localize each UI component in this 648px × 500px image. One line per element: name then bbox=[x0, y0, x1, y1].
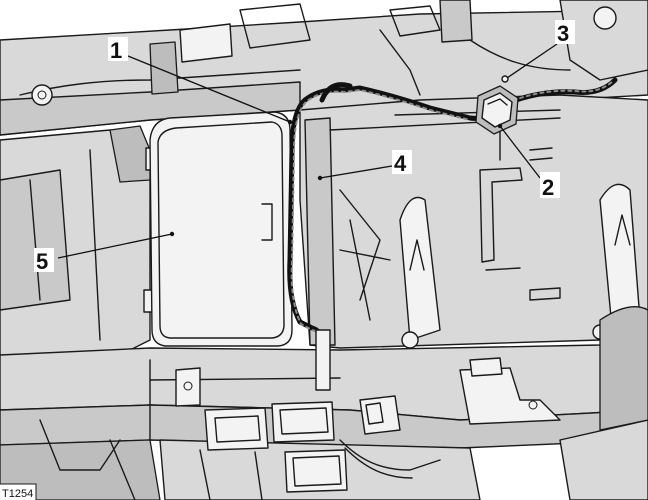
leader-line-4 bbox=[319, 165, 393, 179]
callout-5: 5 bbox=[36, 249, 48, 274]
lower-components bbox=[0, 306, 648, 500]
tray-structure bbox=[299, 94, 648, 349]
leader-dot-4 bbox=[317, 175, 323, 181]
callout-4: 4 bbox=[394, 151, 407, 176]
figure-id: T1254 bbox=[2, 488, 33, 500]
leader-lines bbox=[57, 43, 558, 259]
locating-point-item-3 bbox=[501, 75, 509, 83]
connector-block bbox=[284, 449, 348, 493]
figure-id-box: T1254 bbox=[0, 483, 37, 500]
callout-3: 3 bbox=[557, 21, 569, 46]
callout-2: 2 bbox=[542, 175, 554, 200]
leader-line-1 bbox=[127, 55, 291, 123]
leader-dot-1 bbox=[287, 119, 293, 125]
harness-connector-item-2 bbox=[475, 75, 519, 135]
upper-frame bbox=[0, 0, 648, 136]
leader-dot-5 bbox=[169, 231, 175, 237]
wiring-harness-item-1 bbox=[287, 77, 618, 391]
leader-line-3 bbox=[506, 43, 558, 79]
cover-panel-item-5 bbox=[149, 111, 293, 347]
leader-line-2 bbox=[499, 125, 541, 179]
leader-line-5 bbox=[57, 233, 173, 259]
left-structure bbox=[0, 125, 161, 371]
connector-block bbox=[359, 395, 401, 435]
callout-labels: 1 2 3 4 5 bbox=[34, 20, 575, 274]
callout-1: 1 bbox=[110, 38, 122, 63]
connector-block bbox=[204, 407, 269, 451]
leader-dot-2 bbox=[497, 123, 503, 129]
